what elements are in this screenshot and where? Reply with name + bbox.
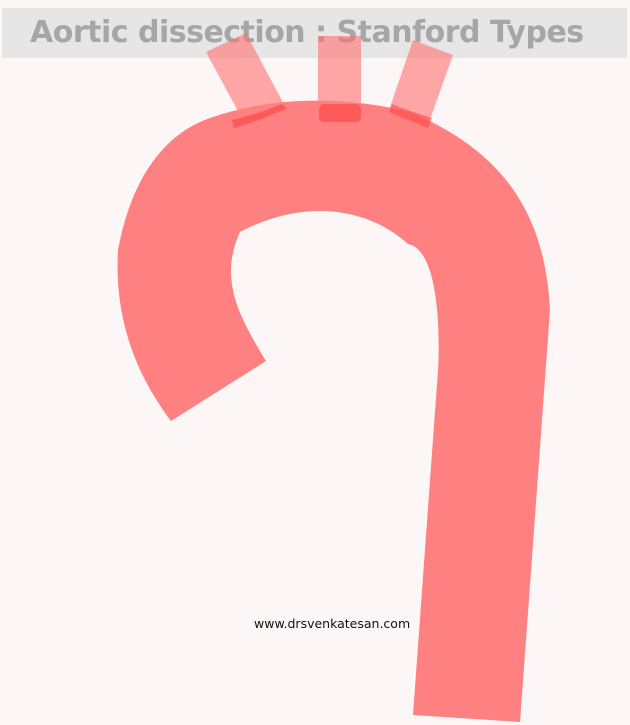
- brachiocephalic-origin: [232, 104, 287, 128]
- page-title: Aortic dissection : Stanford Types: [30, 15, 584, 50]
- left-subclavian-artery: [389, 40, 453, 125]
- brachiocephalic-artery: [206, 33, 286, 126]
- aorta: [117, 100, 550, 722]
- title-bar: Aortic dissection : Stanford Types: [2, 8, 627, 58]
- left-subclavian-origin: [389, 104, 432, 128]
- left-common-carotid-origin: [319, 104, 361, 122]
- watermark-url: www.drsvenkatesan.com: [254, 616, 411, 631]
